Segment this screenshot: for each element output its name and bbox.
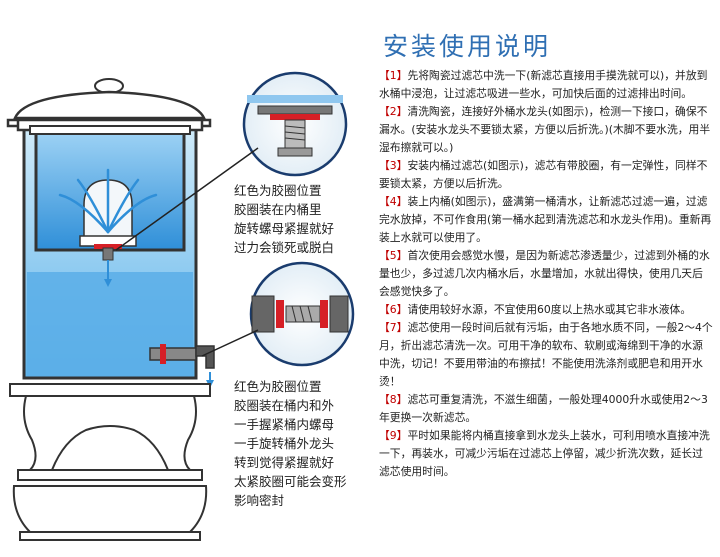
filter-diagram [6,71,355,541]
step-number: 【6】 [379,303,408,316]
step-4: 【4】装上内桶(如图示)，盛满第一桶清水，让新滤芯过滤一遍，过滤完水放掉，不可作… [379,193,713,247]
connector-lines [115,147,259,357]
step-text: 平时如果能将内桶直接拿到水龙头上装水，可利用喷水直接冲洗一下，再装水，可减少污垢… [379,429,710,478]
step-number: 【9】 [379,429,408,442]
zoom-circle-filter-seal [242,71,348,177]
step-number: 【2】 [379,105,408,118]
note-faucet-seal: 红色为胶圈位置 胶圈装在桶内和外 一手握紧桶内螺母 一手旋转桶外龙头 转到觉得紧… [234,379,347,508]
step-text: 先将陶瓷过滤芯中洗一下(新滤芯直接用手摸洗就可以)，并放到水桶中浸泡，让过滤芯吸… [379,69,708,100]
step-number: 【1】 [379,69,408,82]
step-text: 请使用较好水源，不宜使用60度以上热水或其它非水液体。 [407,303,692,316]
step-8: 【8】滤芯可重复清洗，不滋生细菌，一般处理4000升水或使用2～3年更换一次新滤… [379,391,713,427]
step-5: 【5】首次使用会感觉水慢，是因为新滤芯渗透量少，过滤到外桶的水量也少，多过滤几次… [379,247,713,301]
ceramic-filter [58,168,158,287]
step-text: 滤芯可重复清洗，不滋生细菌，一般处理4000升水或使用2～3年更换一次新滤芯。 [379,393,708,424]
step-6: 【6】请使用较好水源，不宜使用60度以上热水或其它非水液体。 [379,301,713,319]
stand [9,383,211,541]
page-title: 安装使用说明 [383,32,552,61]
step-9: 【9】平时如果能将内桶直接拿到水龙头上装水，可利用喷水直接冲洗一下，再装水，可减… [379,427,713,481]
step-number: 【5】 [379,249,408,262]
step-number: 【4】 [379,195,408,208]
note-filter-seal: 红色为胶圈位置 胶圈装在内桶里 旋转螺母紧握就好 过力会锁死或脱白 [234,183,335,255]
zoom-circle-faucet-seal [249,261,355,367]
step-text: 首次使用会感觉水慢，是因为新滤芯渗透量少，过滤到外桶的水量也少，多过滤几次内桶水… [379,249,710,298]
step-number: 【3】 [379,159,408,172]
step-number: 【8】 [379,393,408,406]
instruction-steps: 【1】先将陶瓷过滤芯中洗一下(新滤芯直接用手摸洗就可以)，并放到水桶中浸泡，让过… [379,67,713,481]
step-7: 【7】滤芯使用一段时间后就有污垢，由于各地水质不同，一般2～4个月，折出滤芯清洗… [379,319,713,391]
step-text: 装上内桶(如图示)，盛满第一桶清水，让新滤芯过滤一遍，过滤完水放掉，不可作食用(… [379,195,712,244]
step-number: 【7】 [379,321,408,334]
faucet [149,344,215,388]
step-1: 【1】先将陶瓷过滤芯中洗一下(新滤芯直接用手摸洗就可以)，并放到水桶中浸泡，让过… [379,67,713,103]
step-3: 【3】安装内桶过滤芯(如图示)，滤芯有带胶圈，有一定弹性，同样不要锁太紧，方便以… [379,157,713,193]
step-text: 清洗陶瓷，连接好外桶水龙头(如图示)，检测一下接口，确保不漏水。(安装水龙头不要… [379,105,711,154]
step-text: 安装内桶过滤芯(如图示)，滤芯有带胶圈，有一定弹性，同样不要锁太紧，方便以后折洗… [379,159,708,190]
step-text: 滤芯使用一段时间后就有污垢，由于各地水质不同，一般2～4个月，折出滤芯清洗一次。… [379,321,713,388]
step-2: 【2】清洗陶瓷，连接好外桶水龙头(如图示)，检测一下接口，确保不漏水。(安装水龙… [379,103,713,157]
